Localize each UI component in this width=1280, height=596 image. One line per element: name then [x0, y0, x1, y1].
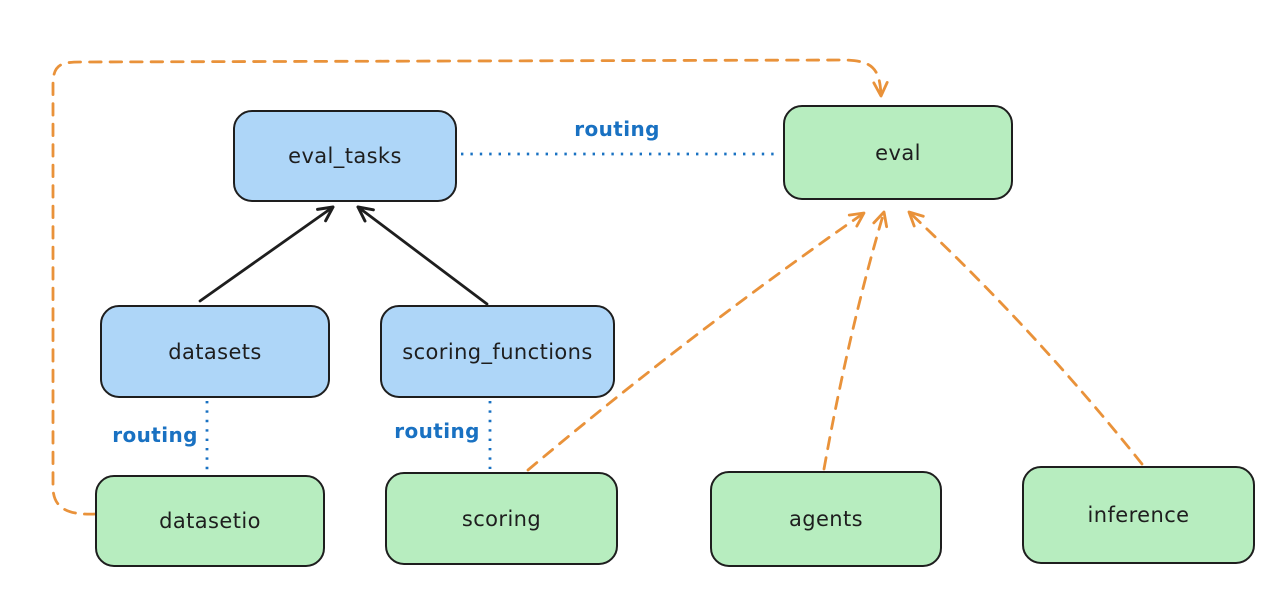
edge-scoring-functions-to-eval-tasks	[356, 205, 489, 306]
node-label-inference: inference	[1087, 503, 1190, 527]
node-agents: agents	[710, 471, 942, 567]
edge-label-routing-datasets-datasetio: routing	[112, 423, 198, 447]
node-eval-tasks: eval_tasks	[233, 110, 457, 202]
edge-agents-to-eval	[822, 210, 889, 471]
node-label-scoring-functions: scoring_functions	[402, 339, 593, 364]
node-label-eval-tasks: eval_tasks	[288, 144, 402, 168]
node-eval: eval	[783, 105, 1013, 200]
node-label-agents: agents	[788, 507, 863, 531]
edge-inference-to-eval	[907, 210, 1144, 466]
node-label-datasets: datasets	[168, 339, 262, 364]
edge-label-routing-eval-tasks-eval: routing	[574, 117, 660, 141]
node-datasetio: datasetio	[95, 475, 325, 567]
node-datasets: datasets	[100, 305, 330, 398]
node-label-scoring: scoring	[461, 506, 542, 531]
node-label-eval: eval	[875, 140, 921, 165]
node-scoring-functions: scoring_functions	[380, 305, 615, 398]
edge-datasetio-to-eval	[51, 58, 889, 516]
edge-datasets-to-eval-tasks	[198, 205, 335, 303]
node-inference: inference	[1022, 466, 1255, 564]
node-scoring: scoring	[385, 472, 618, 565]
edge-label-routing-scoring-functions-scoring: routing	[394, 419, 480, 443]
edge-scoring-to-eval	[526, 211, 866, 472]
node-label-datasetio: datasetio	[159, 509, 261, 533]
